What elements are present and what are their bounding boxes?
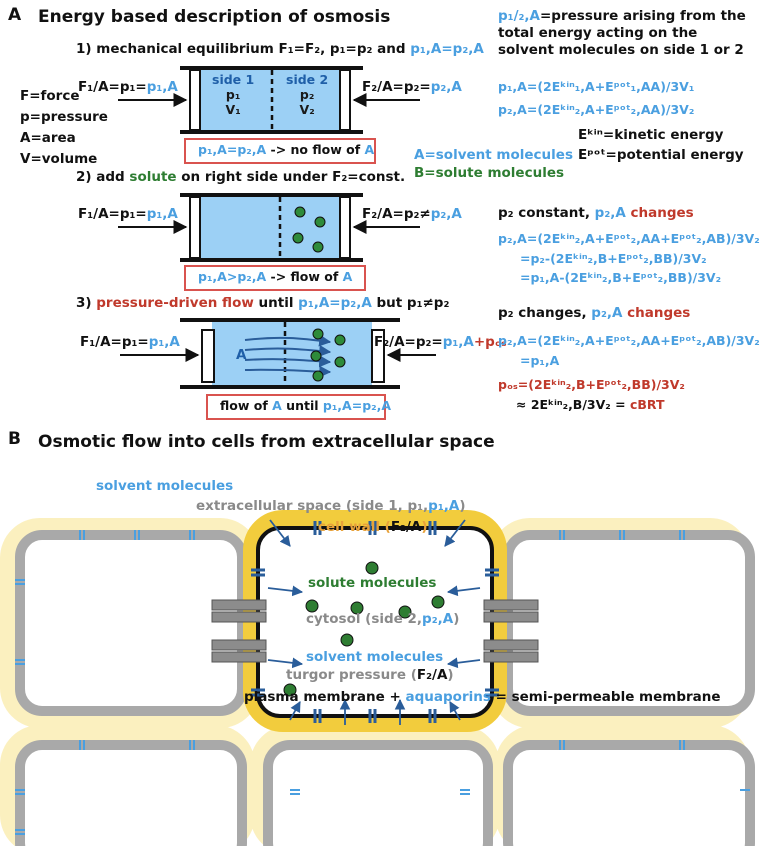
cylinder-2 [118,193,420,262]
solvent-A-label: A [236,347,247,363]
step2-eq2: =p₂-(2Eᵏⁱⁿ₂,B+Eᵖᵒᵗ₂,BB)/3V₂ [520,251,707,266]
left-force-1: F₁/A=p₁=p₁,A [78,79,178,95]
step2-eq3: =p₁,A-(2Eᵏⁱⁿ₂,B+Eᵖᵒᵗ₂,BB)/3V₂ [520,270,722,285]
osmotic-pressure-eq: pₒₛ=(2Eᵏⁱⁿ₂,B+Eᵖᵒᵗ₂,BB)/3V₂ [498,377,685,392]
solvent-molecules-mid: solvent molecules [306,649,444,665]
step2-heading: p₂ constant, p₂,A changes [498,205,694,221]
left-force-2: F₁/A=p₁=p₁,A [78,206,178,222]
panel-a-letter: A [8,5,22,25]
epot-definition: Eᵖᵒᵗ=potential energy [578,147,744,163]
membrane-label: plasma membrane + aquaporins = semi-perm… [244,689,721,705]
step-1-label: 1) mechanical equilibrium F₁=F₂, p₁=p₂ a… [76,41,484,57]
solvent-molecules-top: solvent molecules [96,478,234,494]
osmotic-pressure-approx: ≈ 2Eᵏⁱⁿ₂,B/3V₂ = cBRT [516,397,665,412]
result-box-2: p₁,A>p₂,A -> flow of A [184,265,366,291]
extracellular-label: extracellular space (side 1, p₁,p₁,A) [196,498,466,514]
cylinder-3 [120,318,436,389]
solvent-legend: A=solvent molecules [414,147,573,163]
step-2-label: 2) add solute on right side under F₂=con… [76,169,406,185]
neighbor-cells [0,518,755,846]
result-box-1: p₁,A=p₂,A -> no flow of A [184,138,376,164]
step-3-label: 3) pressure-driven flow until p₁,A=p₂,A … [76,295,450,311]
turgor-label: turgor pressure (F₂/A) [286,667,454,683]
cell-wall-label: cell wall (F₂/A) [318,519,428,535]
equation-p1A: p₁,A=(2Eᵏⁱⁿ₁,A+Eᵖᵒᵗ₁,AA)/3V₁ [498,79,695,94]
right-force-3: F₂/A=p₂=p₁,A+pₒₛ [374,334,507,350]
right-force-1: F₂/A=p₂=p₂,A [362,79,462,95]
step3-eq1: p₂,A=(2Eᵏⁱⁿ₂,A+Eᵖᵒᵗ₂,AA+Eᵖᵒᵗ₂,AB)/3V₂ [498,333,760,348]
left-force-3: F₁/A=p₁=p₁,A [80,334,180,350]
panel-b-title: Osmotic flow into cells from extracellul… [38,432,495,452]
equation-p2A: p₂,A=(2Eᵏⁱⁿ₂,A+Eᵖᵒᵗ₂,AA)/3V₂ [498,102,695,117]
right-force-2: F₂/A=p₂≠p₂,A [362,206,462,222]
cylinder-1 [118,66,420,134]
step3-heading: p₂ changes, p₂,A changes [498,305,691,321]
cytosol-label: cytosol (side 2,p₂,A) [306,611,460,627]
solute-legend: B=solute molecules [414,165,565,181]
panel-a-title: Energy based description of osmosis [38,7,391,27]
central-cell [211,510,539,732]
solute-molecules-label: solute molecules [308,575,437,591]
step3-eq2: =p₁,A [520,353,560,368]
ekin-definition: Eᵏⁱⁿ=kinetic energy [578,127,724,143]
result-box-3: flow of A until p₁,A=p₂,A [206,394,391,420]
pressure-definition: p₁/₂,A=pressure arising from the total e… [498,8,746,58]
panel-b-letter: B [8,429,21,449]
step2-eq1: p₂,A=(2Eᵏⁱⁿ₂,A+Eᵖᵒᵗ₂,AA+Eᵖᵒᵗ₂,AB)/3V₂ [498,231,760,246]
variable-legend: F=force p=pressure A=area V=volume [20,88,108,167]
